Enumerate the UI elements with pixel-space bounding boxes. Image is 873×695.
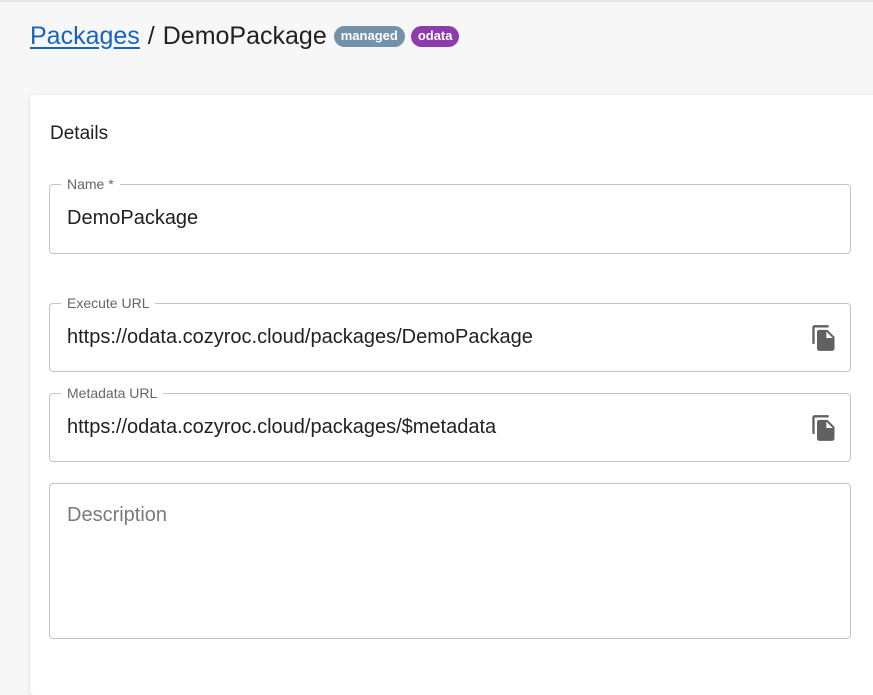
page-title: DemoPackage (162, 21, 327, 50)
managed-badge: managed (333, 25, 405, 47)
copy-execute-url-icon (812, 325, 835, 351)
description-placeholder: Description (67, 504, 168, 526)
copy-icon[interactable] (810, 413, 838, 443)
metadata-url-label: Metadata URL (61, 384, 164, 402)
metadata-url-field: Metadata URL https://odata.cozyroc.cloud… (49, 384, 851, 462)
copy-icon[interactable] (810, 323, 838, 353)
copy-metadata-url-icon (812, 415, 835, 441)
details-title: Details (50, 123, 109, 144)
execute-url-label: Execute URL (61, 294, 156, 312)
page-header: Packages / DemoPackage managed odata (30, 20, 460, 52)
name-input[interactable]: DemoPackage (67, 207, 199, 229)
details-card: Details Name * DemoPackage Execute URL h… (30, 95, 873, 695)
top-divider (0, 0, 873, 2)
breadcrumb-packages-link[interactable]: Packages (30, 21, 140, 50)
description-field[interactable]: Description (49, 483, 851, 639)
odata-badge: odata (410, 25, 460, 47)
name-field-label: Name * (61, 175, 120, 193)
metadata-url-value[interactable]: https://odata.cozyroc.cloud/packages/$me… (67, 416, 497, 438)
name-field[interactable]: Name * DemoPackage (49, 175, 851, 254)
breadcrumb-separator: / (147, 21, 155, 50)
execute-url-value[interactable]: https://odata.cozyroc.cloud/packages/Dem… (67, 326, 533, 348)
execute-url-field: Execute URL https://odata.cozyroc.cloud/… (49, 294, 851, 372)
